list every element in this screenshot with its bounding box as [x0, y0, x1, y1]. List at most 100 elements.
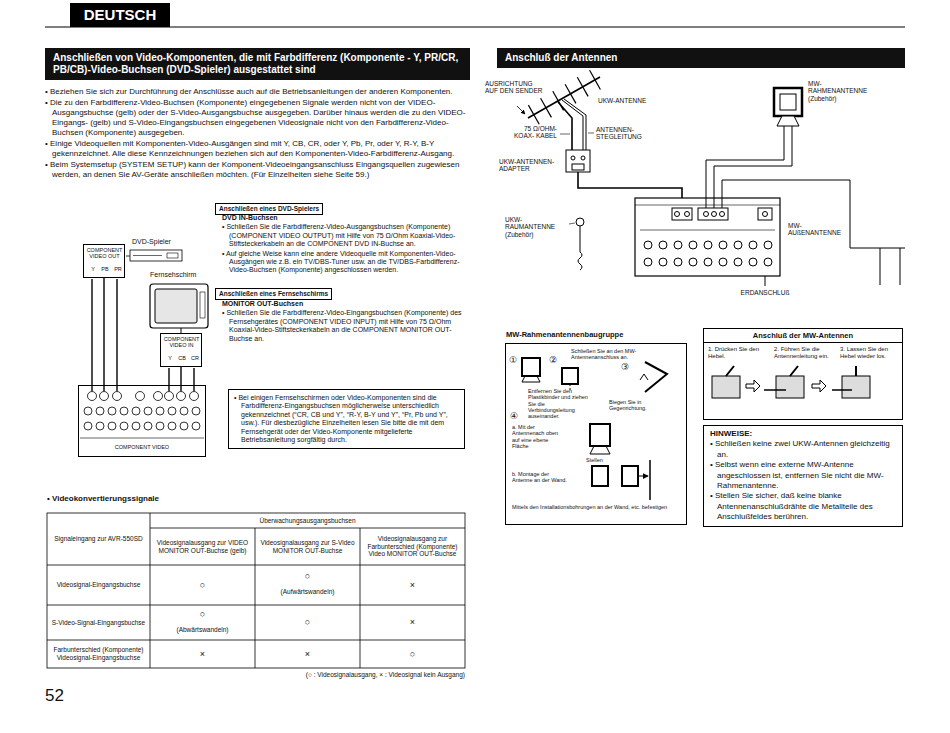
fm-yagi-antenna [528, 105, 539, 124]
table-cell: Videosignal-Eingangsbuchse [47, 565, 150, 605]
language-tab: DEUTSCH [70, 3, 170, 27]
dvd-player [126, 250, 182, 261]
receiver-rear-panel [712, 212, 717, 217]
tv-set [200, 292, 205, 318]
callout-number: ③ [621, 363, 633, 372]
fm-indoor-antenna [576, 218, 584, 226]
table-grid [47, 565, 465, 566]
am-loop-antenna [780, 94, 796, 110]
step-text: b. Montage der Antenne an der Wand. [512, 471, 567, 484]
terminal-lever-drawings [726, 366, 734, 376]
node-text: DEUTSCH [84, 6, 157, 24]
receiver-jacks [96, 407, 104, 415]
callout-number: ① [509, 356, 521, 365]
receiver-jacks [96, 422, 104, 430]
table-cell: Videosignalausgang zur S-Video MONITOR O… [255, 528, 360, 565]
procedure-box: Anschluß der MW-Antennen1. Drücken Sie d… [703, 328, 903, 420]
note-text: • Schließen keine zwei UKW-Antennen glei… [710, 439, 896, 460]
table-cell: Farbunterschied (Komponente) Videosignal… [47, 640, 150, 668]
terminal-lever-drawings [746, 380, 760, 392]
jack-group-name: COMPONENT VIDEO OUT [86, 247, 123, 260]
table-footnote: (○ : Videosignalausgang, × : Videosignal… [215, 671, 465, 679]
receiver-jacks [180, 407, 188, 415]
receiver-jacks [84, 407, 92, 415]
note-text: • Stellen Sie sicher, daß keine blanke A… [710, 491, 896, 522]
jack-name: Y [87, 266, 99, 272]
table-cell: ○ [150, 565, 255, 605]
fm-antenna-adapter [572, 164, 584, 170]
tv-set [155, 289, 197, 323]
table-cell: × [360, 605, 465, 640]
jack-name: Y [164, 355, 176, 361]
receiver-jacks [100, 392, 109, 401]
table-cell: × [255, 640, 360, 668]
table-cell: (Aufwärtswandeln) [255, 584, 360, 600]
loop-assembly-drawings [590, 424, 610, 446]
antenna-wires [765, 276, 766, 286]
subheading: MONITOR OUT-Buchsen [222, 300, 465, 308]
table-cell: ○ [150, 606, 255, 623]
bullet-text: • Die zu den Farbdifferenz-Video-Buchsen… [45, 98, 470, 138]
step-text: a. Mit der Antennenach oben auf eine ebe… [512, 424, 562, 449]
callout-number: ④ [510, 412, 522, 421]
receiver-rear-panel [689, 258, 697, 266]
receiver-rear-panel [659, 241, 667, 249]
step-text: 1. Drücken Sie den Hebel. [708, 346, 770, 360]
receiver-rear-panel [720, 212, 725, 217]
receiver-rear-panel [734, 258, 742, 266]
table-cell: Überwachungsausgangsbuchsen [150, 513, 465, 528]
receiver-rear-panel [659, 258, 667, 266]
loop-assembly-drawings [638, 476, 648, 477]
receiver-jacks [80, 438, 204, 439]
part-label: UKW-ANTENNE [598, 97, 668, 104]
dvd-player [167, 253, 178, 258]
jack-name: CR [189, 355, 201, 361]
receiver-jacks [120, 407, 128, 415]
bullet-text: • Einige Videoquellen mit Komponenten-Vi… [45, 139, 470, 159]
antenna-feed-wires [558, 99, 682, 208]
section-heading: Anschluß der Antennen [497, 48, 905, 68]
receiver-jacks [156, 422, 164, 430]
table-grid [150, 528, 465, 529]
table-cell: ○ [255, 605, 360, 640]
table-cell: S-Video-Signal-Eingangsbuchse [47, 605, 150, 640]
antenna-wires [880, 248, 881, 285]
fm-indoor-antenna [569, 218, 584, 270]
receiver-rear-panel [640, 230, 775, 231]
box-heading: MW-Rahmenantennenbaugruppe [506, 330, 686, 339]
am-loop-antenna [774, 88, 802, 126]
receiver-jacks [180, 422, 188, 430]
receiver-jacks [192, 407, 200, 415]
receiver-jacks [144, 407, 152, 415]
receiver-jacks [84, 422, 92, 430]
step-text: 2. Führen Sie die Antennenleitung ein. [774, 346, 836, 360]
receiver-rear-panel [674, 241, 682, 249]
video-cable [103, 278, 104, 385]
table-title: • Videokonvertierungssignale [47, 494, 247, 504]
receiver-jacks [113, 392, 122, 401]
antenna-feed-wires [564, 99, 586, 150]
tv-set [150, 284, 208, 333]
antenna-feed-wires [588, 133, 594, 134]
part-label: UKW- RAUMANTENNE (Zubehör) [505, 216, 567, 238]
video-cable [168, 368, 169, 391]
fm-antenna-adapter [581, 156, 585, 160]
jack-callout: COMPONENT VIDEO IN YCBCR [160, 333, 202, 367]
part-label: ANTENNEN- STEGLEITUNG [596, 126, 654, 141]
note-box: • Bei einigen Fernsehschirmen oder Video… [228, 389, 465, 449]
jack-group-name: COMPONENT VIDEO IN [163, 336, 200, 349]
antenna-wires [714, 126, 792, 208]
table-grid [360, 528, 361, 668]
fm-indoor-antenna [569, 223, 575, 224]
fm-antenna-adapter [571, 156, 575, 160]
step-text: Biegen Sie in Gegenrichtung. [609, 399, 669, 412]
bullet-text: • Schließen Sie die Farbdifferenz-Video-… [222, 309, 465, 343]
loop-assembly-drawings [522, 358, 540, 376]
video-cable [116, 279, 117, 391]
node-text: Anschließen von Video-Komponenten, die m… [53, 52, 462, 76]
jack-name: CB [176, 355, 188, 361]
part-label: AUSRICHTUNG AUF DEN SENDER [485, 80, 545, 95]
antenna-wires [706, 126, 784, 208]
receiver-jacks [132, 422, 140, 430]
